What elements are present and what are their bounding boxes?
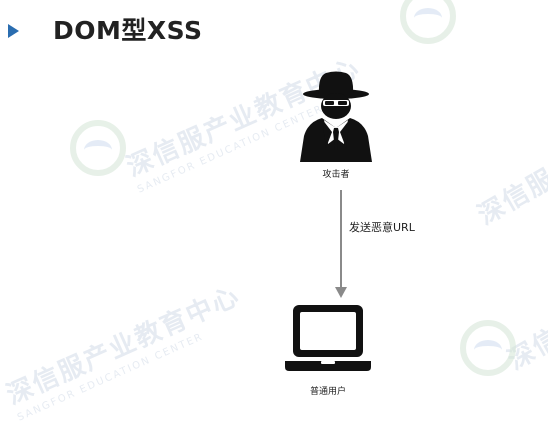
watermark-logo-icon	[460, 320, 516, 376]
watermark-text-cn: 深信服产业教育中心	[473, 79, 548, 232]
watermark: 深信服产业教育中心	[500, 219, 548, 377]
watermark-text-cn: 深信服产业教育中心	[503, 224, 548, 377]
watermark-logo-icon	[70, 120, 126, 176]
watermark-logo-icon	[400, 0, 456, 44]
watermark-text-en: SANGFOR EDUCATION CENTER	[15, 331, 206, 424]
hacker-spy-icon	[300, 71, 372, 162]
watermark: 深信服产业教育中心	[470, 74, 548, 232]
watermark-text-cn: 深信服产业教育中心	[2, 280, 245, 411]
attacker-label: 攻击者	[322, 170, 350, 180]
arrow-head-icon	[335, 287, 347, 298]
arrow-label: 发送恶意URL	[349, 221, 415, 234]
watermark: 深信服产业教育中心 SANGFOR EDUCATION CENTER	[0, 275, 251, 424]
arrow-line	[340, 190, 342, 290]
slide-title: DOM型XSS	[53, 16, 203, 45]
laptop-icon	[285, 305, 371, 371]
victim-label: 普通用户	[309, 387, 346, 397]
triangle-bullet-icon	[8, 24, 19, 38]
